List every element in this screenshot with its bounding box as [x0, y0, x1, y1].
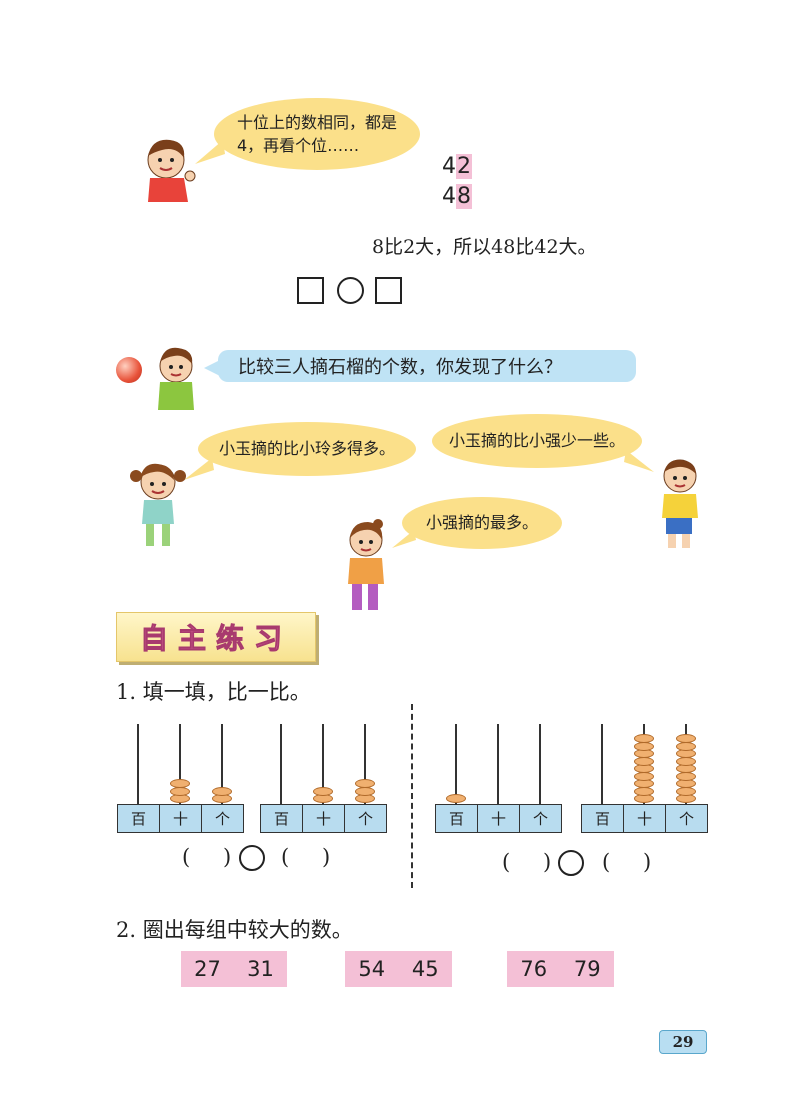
- paren-close: ): [543, 850, 552, 874]
- abacus-bead: [211, 786, 232, 796]
- abacus-base: 百十个: [581, 804, 708, 833]
- place-label: 个: [678, 810, 694, 828]
- page-number: 29: [659, 1030, 707, 1054]
- bubble-text: 小强摘的最多。: [425, 513, 538, 533]
- digit-ones-highlight: 8: [456, 184, 472, 209]
- question-1-title: 1. 填一填，比一比。: [116, 680, 311, 704]
- answer-blank[interactable]: [294, 845, 316, 871]
- bubble-line2: 4，再看个位……: [236, 136, 360, 155]
- paren-open: (: [281, 845, 290, 869]
- abacus-rod: [454, 724, 457, 804]
- abacus-bead: [354, 779, 375, 788]
- abacus-rod: [321, 724, 324, 804]
- number-group-2: 54 45: [345, 951, 452, 987]
- answer-blank[interactable]: [195, 845, 217, 871]
- number[interactable]: 27: [194, 957, 221, 981]
- bubble-tail: [392, 530, 416, 548]
- place-label: 个: [357, 810, 373, 828]
- number[interactable]: 54: [358, 957, 386, 981]
- speech-bubble-xiaoqiang: 小强摘的最多。: [402, 497, 562, 549]
- paren-open: (: [502, 850, 511, 874]
- boy-character: [140, 132, 200, 202]
- answer-circle[interactable]: [337, 277, 364, 304]
- question-text: 比较三人摘石榴的个数，你发现了什么？: [238, 357, 562, 378]
- digit-tens: 4: [442, 154, 456, 179]
- abacus-rod: [600, 724, 603, 804]
- abacus-bead: [633, 734, 654, 743]
- bubble-line1: 十位上的数相同，都是: [236, 112, 397, 132]
- abacus-rod: [136, 724, 139, 804]
- dashed-divider: [411, 704, 413, 888]
- boy-character-right: [654, 456, 704, 550]
- bubble-tail: [184, 458, 214, 480]
- paren-open: (: [182, 845, 191, 869]
- abacus-bead: [169, 779, 190, 788]
- number-group-3: 76 79: [507, 951, 614, 987]
- digit-tens: 4: [442, 184, 456, 209]
- speech-bubble-xiaoyu-2: 小玉摘的比小强少一些。: [432, 414, 642, 468]
- number-48: 4 8: [442, 184, 472, 209]
- answer-blank[interactable]: [515, 850, 537, 876]
- digit-ones-highlight: 2: [456, 154, 472, 179]
- place-label: 百: [118, 805, 160, 832]
- question-2-title: 2. 圈出每组中较大的数。: [116, 918, 353, 942]
- number[interactable]: 76: [520, 957, 548, 981]
- speech-bubble-tens: 十位上的数相同，都是 4，再看个位……: [214, 98, 420, 170]
- place-label: 十: [478, 805, 520, 832]
- paren-close: ): [223, 845, 232, 869]
- place-label: 百: [436, 805, 478, 832]
- answer-box-right[interactable]: [375, 277, 402, 304]
- abacus-bead: [312, 786, 333, 796]
- place-label: 百: [582, 805, 624, 832]
- abacus-rod: [220, 724, 223, 804]
- paren-close: ): [322, 845, 331, 869]
- boy-character-2: [150, 344, 202, 410]
- abacus-rod: [279, 724, 282, 804]
- bubble-tail: [624, 450, 654, 472]
- abacus-base: 百十个: [435, 804, 562, 833]
- abacus-bead: [675, 734, 696, 743]
- number[interactable]: 45: [411, 957, 439, 981]
- abacus-rod: [538, 724, 541, 804]
- place-label: 十: [624, 805, 666, 832]
- place-label: 个: [532, 810, 548, 828]
- place-label: 十: [160, 805, 202, 832]
- discussion-marker-icon: [116, 357, 142, 383]
- abacus-base: 百十个: [260, 804, 387, 833]
- abacus-base: 百十个: [117, 804, 244, 833]
- number[interactable]: 31: [247, 957, 274, 981]
- place-label: 个: [214, 810, 230, 828]
- compare-circle-left[interactable]: [239, 845, 265, 871]
- girl-character-left: [124, 458, 190, 550]
- bubble-text: 小玉摘的比小强少一些。: [448, 431, 625, 451]
- section-title: 自主练习: [116, 612, 316, 662]
- place-label: 十: [303, 805, 345, 832]
- girl-character-center: [340, 518, 390, 614]
- bubble-text: 小玉摘的比小玲多得多。: [218, 439, 395, 459]
- conclusion-text: 8比2大，所以48比42大。: [372, 236, 597, 258]
- abacus-bead: [445, 794, 466, 803]
- answer-blank[interactable]: [615, 850, 637, 876]
- compare-circle-right[interactable]: [558, 850, 584, 876]
- answer-box-left[interactable]: [297, 277, 324, 304]
- number-42: 4 2: [442, 154, 472, 179]
- speech-bubble-xiaoyu-1: 小玉摘的比小玲多得多。: [198, 422, 416, 476]
- abacus-rod: [363, 724, 366, 804]
- number-group-1: 27 31: [181, 951, 287, 987]
- banner-tail: [204, 360, 220, 376]
- bubble-tail: [195, 140, 225, 164]
- abacus-rod: [496, 724, 499, 804]
- paren-close: ): [643, 850, 652, 874]
- number[interactable]: 79: [573, 957, 601, 981]
- question-banner: 比较三人摘石榴的个数，你发现了什么？: [218, 350, 636, 382]
- paren-open: (: [602, 850, 611, 874]
- place-label: 百: [261, 805, 303, 832]
- abacus-rod: [178, 724, 181, 804]
